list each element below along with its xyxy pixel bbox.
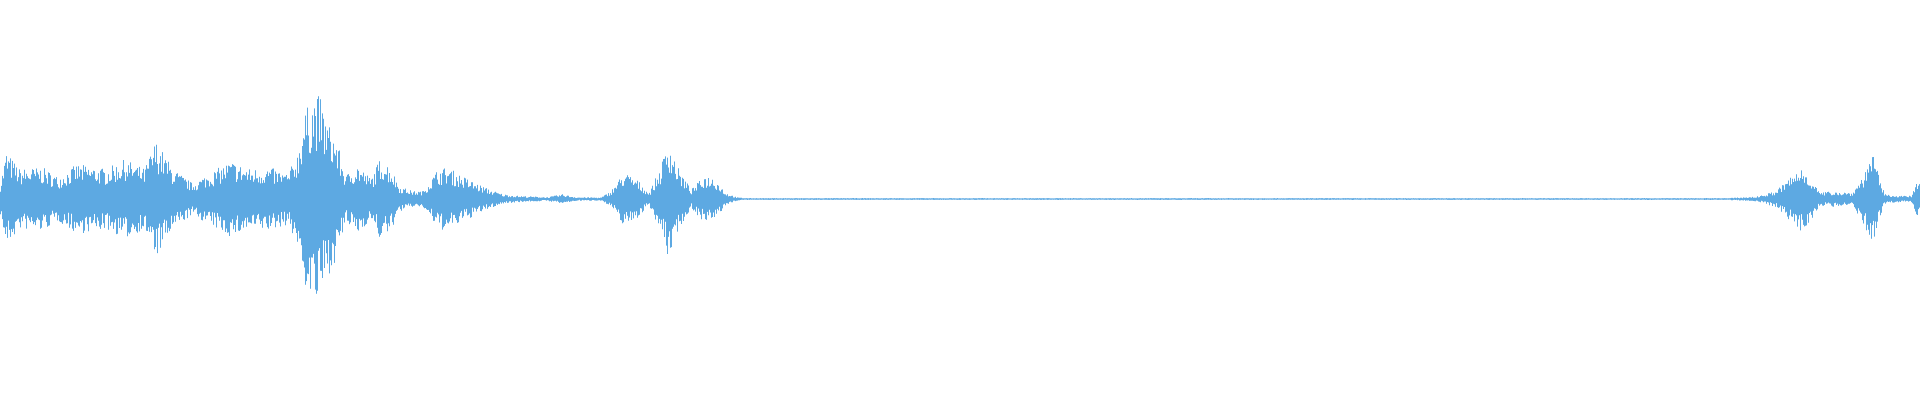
waveform-path xyxy=(0,96,1920,294)
waveform-samples xyxy=(0,96,1920,294)
